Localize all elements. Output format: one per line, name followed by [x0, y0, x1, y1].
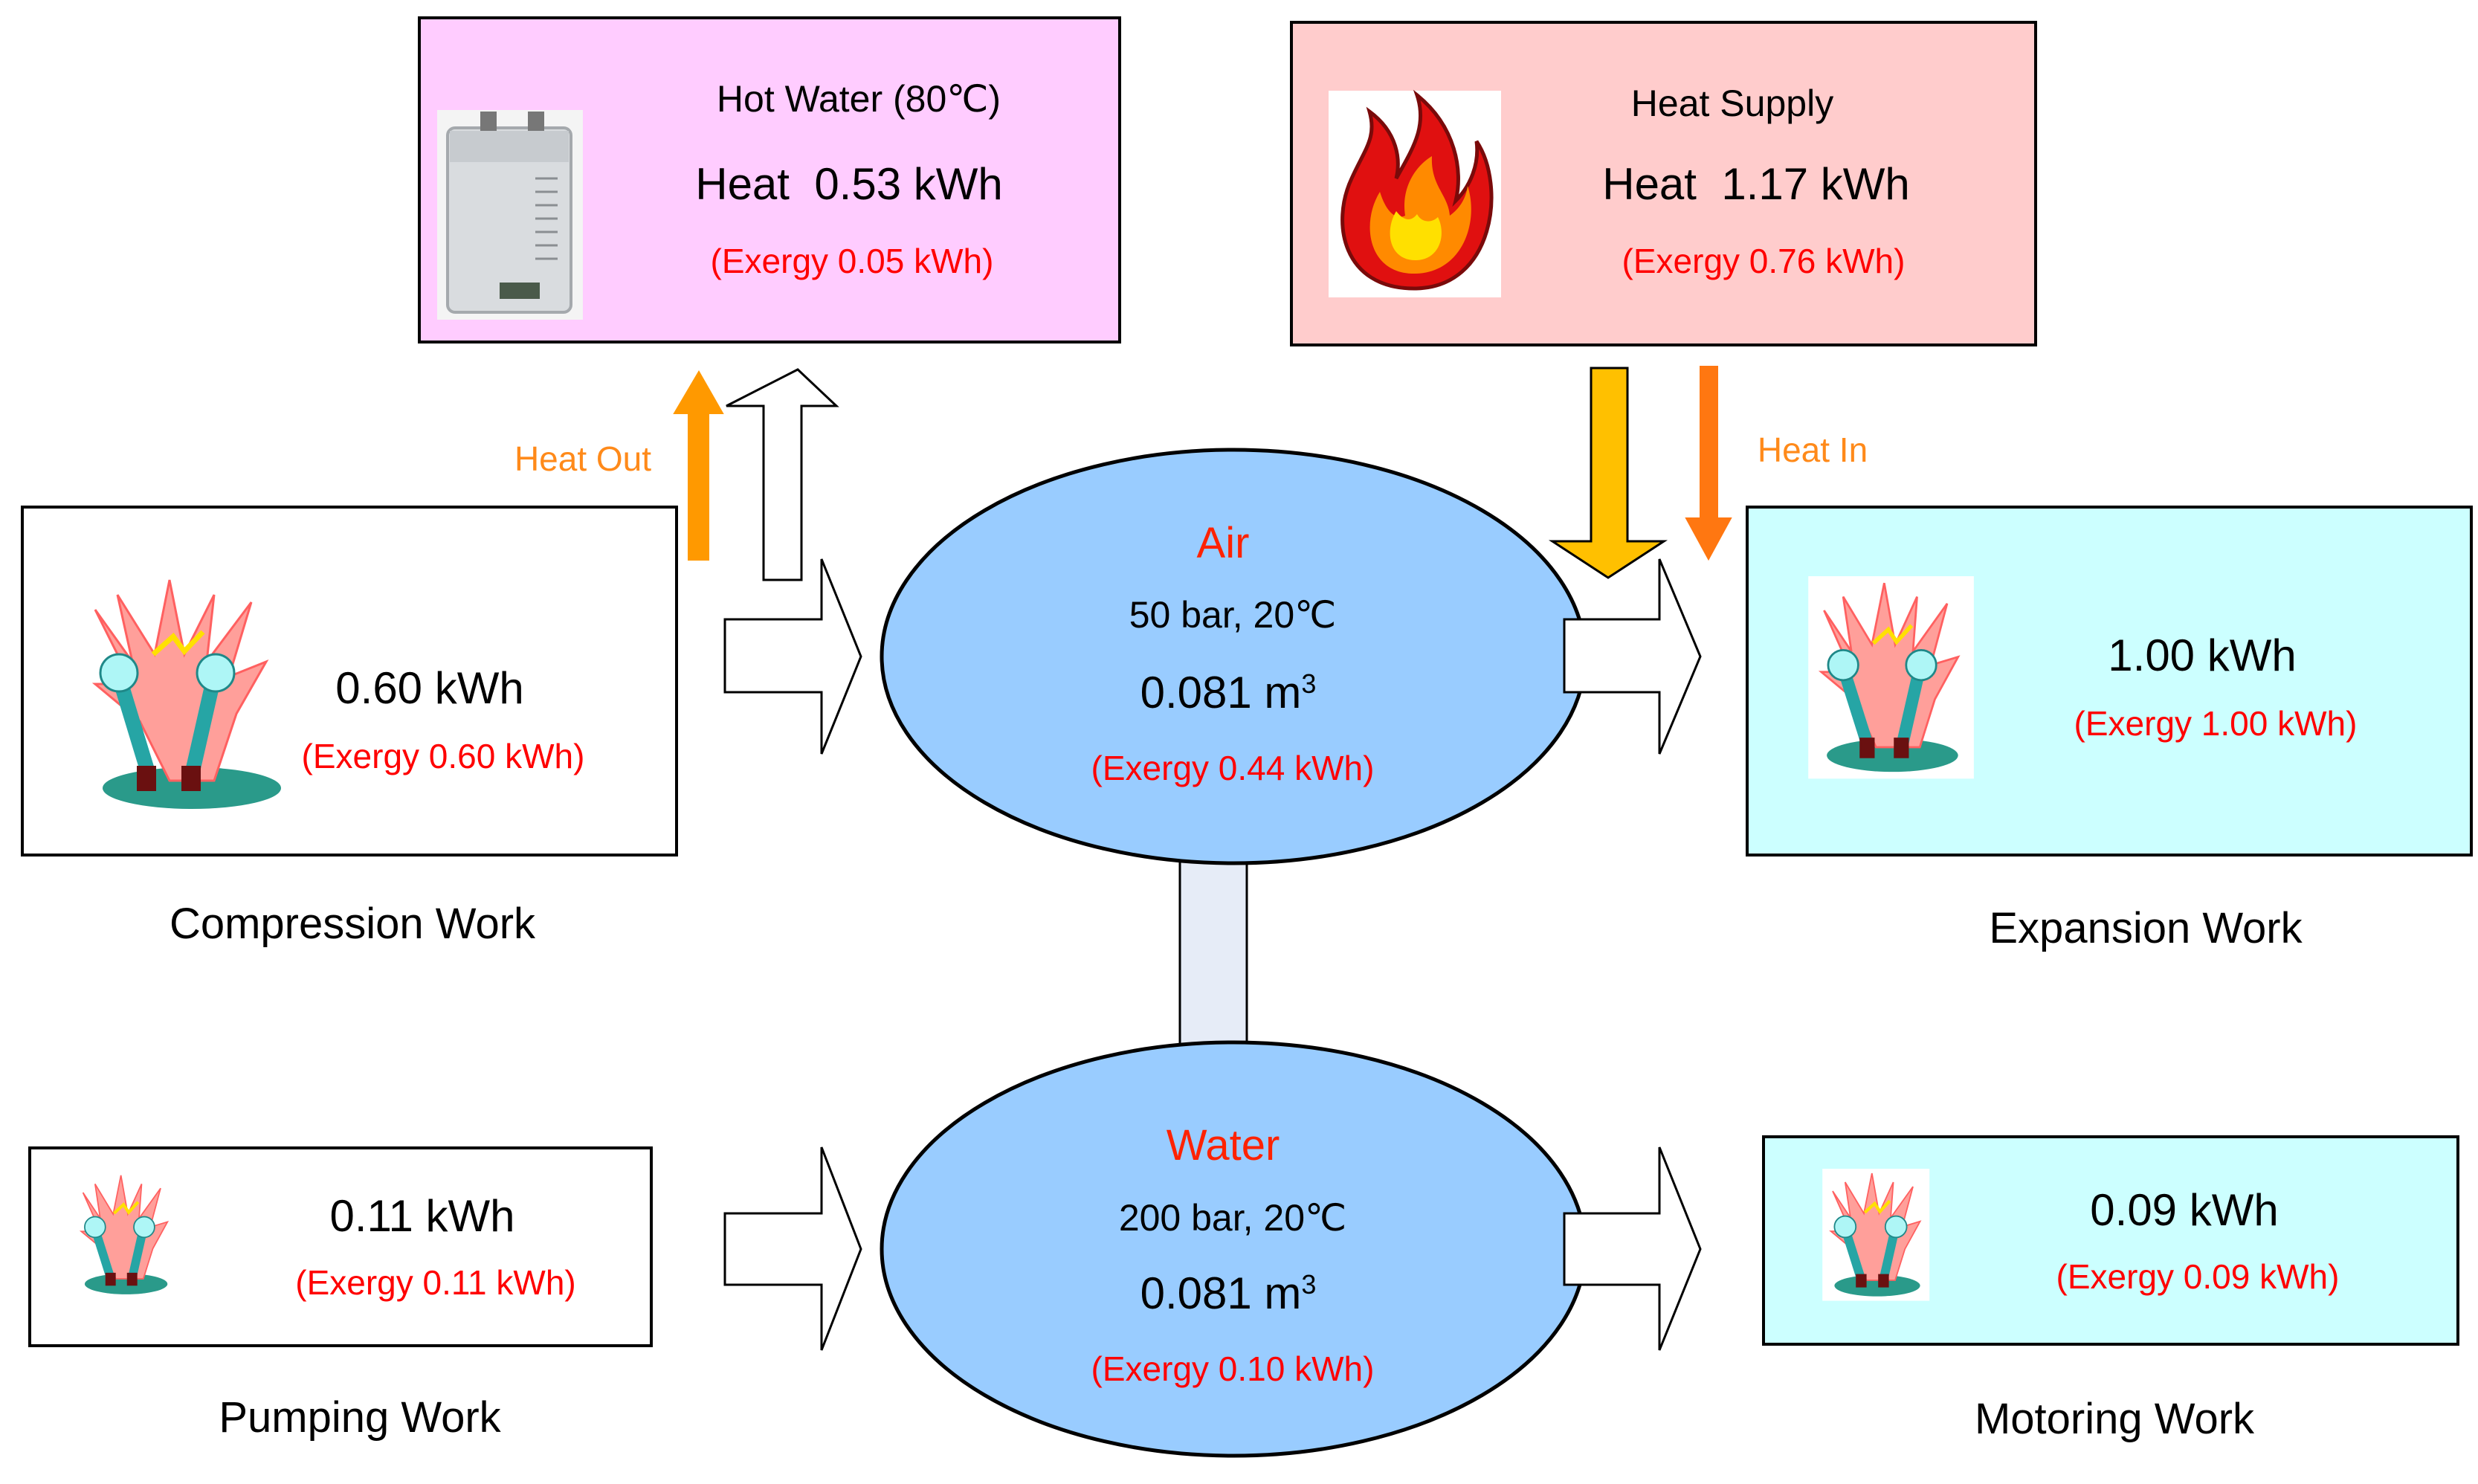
motoring-electrode-icon — [1822, 1169, 1930, 1301]
arrow-heat-in — [1685, 366, 1732, 561]
expansion-exergy: (Exergy 1.00 kWh) — [2074, 704, 2358, 743]
arrow-air-to-expansion — [1563, 558, 1702, 755]
arrow-heat-out — [673, 370, 724, 561]
air-water-connector — [1178, 857, 1248, 1052]
heat-supply-title: Heat Supply — [1630, 83, 1834, 124]
motoring-value: 0.09 kWh — [2090, 1185, 2279, 1235]
arrow-pumping-to-water — [723, 1146, 862, 1351]
motoring-exergy: (Exergy 0.09 kWh) — [2056, 1257, 2340, 1296]
arrow-water-to-motoring — [1563, 1146, 1702, 1351]
motoring-caption: Motoring Work — [1974, 1395, 2255, 1443]
water-exergy: (Exergy 0.10 kWh) — [1091, 1349, 1375, 1388]
arrow-compression-to-air — [723, 558, 862, 755]
pumping-box — [28, 1146, 653, 1347]
arrow-heat-out-block — [726, 368, 839, 581]
air-volume-unit-exponent: 3 — [1301, 668, 1317, 700]
water-volume: 0.081 m3 — [1140, 1271, 1317, 1316]
heat-out-label: Heat Out — [514, 439, 652, 478]
water-conditions: 200 bar, 20℃ — [1118, 1197, 1347, 1239]
hot-water-title: Hot Water (80℃) — [716, 78, 1001, 120]
air-name: Air — [1196, 519, 1250, 567]
hot-water-exergy: (Exergy 0.05 kWh) — [710, 242, 994, 280]
compression-value: 0.60 kWh — [335, 663, 524, 713]
water-heater-icon — [437, 110, 583, 320]
expansion-electrode-icon — [1808, 576, 1974, 779]
heat-supply-heat: Heat 1.17 kWh — [1602, 159, 1910, 209]
pumping-electrode-icon — [79, 1175, 170, 1294]
water-name: Water — [1166, 1121, 1280, 1170]
hot-water-heat: Heat 0.53 kWh — [695, 159, 1003, 209]
air-exergy: (Exergy 0.44 kWh) — [1091, 749, 1375, 787]
pumping-value: 0.11 kWh — [329, 1191, 515, 1241]
compression-electrode-icon — [91, 579, 281, 809]
arrow-heat-supply-block — [1548, 367, 1668, 579]
heat-supply-exergy: (Exergy 0.76 kWh) — [1622, 242, 1906, 280]
air-volume-value: 0.081 m — [1140, 668, 1302, 717]
pumping-caption: Pumping Work — [219, 1393, 501, 1442]
pumping-exergy: (Exergy 0.11 kWh) — [295, 1263, 576, 1302]
expansion-caption: Expansion Work — [1989, 904, 2303, 952]
compression-caption: Compression Work — [169, 900, 536, 948]
air-volume: 0.081 m3 — [1140, 671, 1317, 715]
heat-in-label: Heat In — [1757, 430, 1868, 469]
water-volume-value: 0.081 m — [1140, 1268, 1302, 1318]
water-volume-unit-exponent: 3 — [1301, 1269, 1317, 1300]
fire-icon — [1329, 89, 1501, 297]
air-conditions: 50 bar, 20℃ — [1129, 594, 1337, 636]
expansion-value: 1.00 kWh — [2108, 630, 2297, 680]
compression-exergy: (Exergy 0.60 kWh) — [301, 737, 585, 775]
